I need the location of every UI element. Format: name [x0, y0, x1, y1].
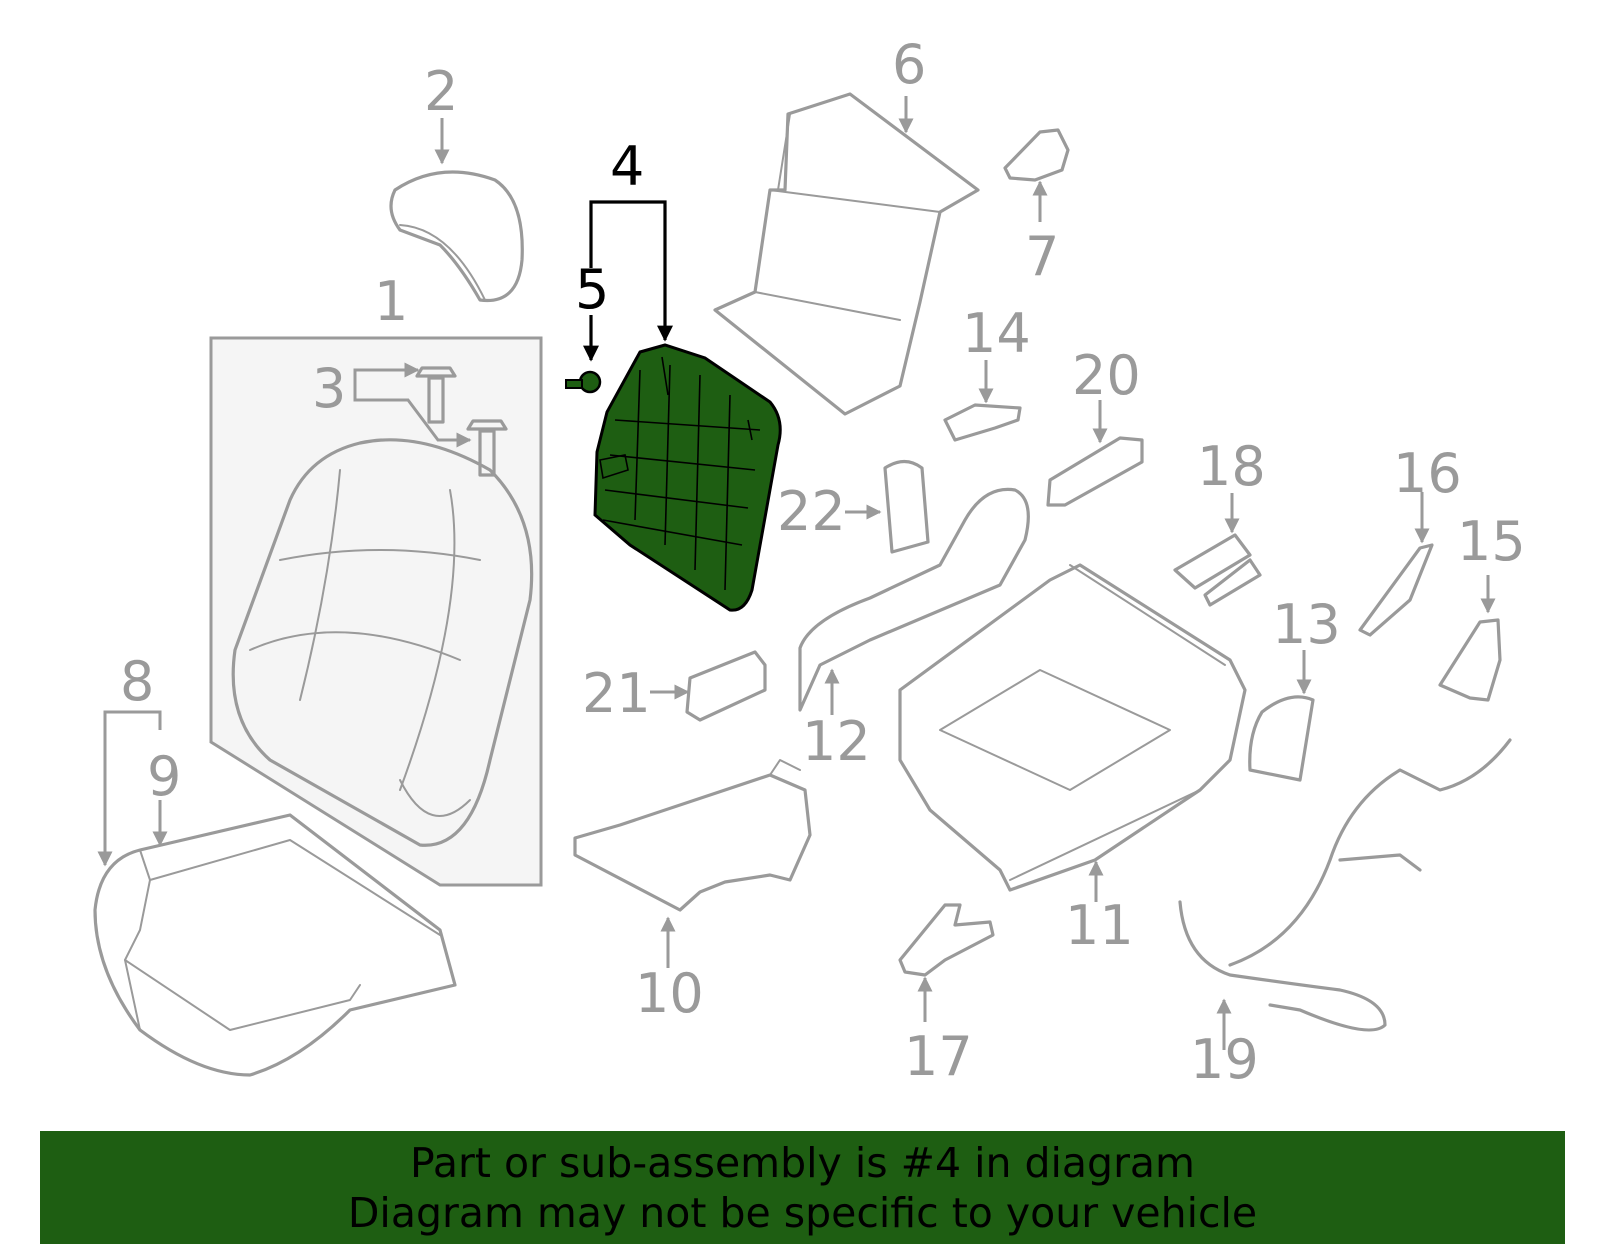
part-18-bracket [1173, 493, 1262, 607]
part-21-cover [650, 650, 767, 722]
callout-6: 6 [892, 33, 926, 96]
callout-12: 12 [802, 710, 871, 773]
part-16-lever [1358, 492, 1434, 637]
callout-19: 19 [1190, 1028, 1259, 1091]
highlight-banner: Part or sub-assembly is #4 in diagram Di… [40, 1131, 1565, 1244]
part-12-side-shield [798, 487, 1030, 715]
part-1-seat-back-cover [209, 336, 543, 887]
part-14-clip [943, 360, 1022, 442]
callout-5: 5 [575, 258, 609, 321]
callout-14: 14 [962, 302, 1031, 365]
callout-2: 2 [424, 60, 458, 123]
callout-10: 10 [635, 962, 704, 1025]
part-13-cover [1248, 650, 1315, 782]
part-17-cover [898, 903, 995, 1022]
callout-13: 13 [1272, 593, 1341, 656]
callout-22: 22 [777, 480, 846, 543]
callout-8: 8 [120, 650, 154, 713]
callout-1: 1 [374, 270, 408, 333]
part-2-headrest [389, 118, 524, 303]
part-5-clip [565, 370, 602, 394]
callout-16: 16 [1393, 442, 1462, 505]
part-8-9-seat-cushion [93, 710, 457, 1077]
part-3-bolts [353, 362, 508, 477]
callout-3: 3 [312, 357, 346, 420]
part-7-bracket [1003, 128, 1070, 222]
part-19-wire-harness [1178, 738, 1512, 1050]
callout-17: 17 [904, 1025, 973, 1088]
callout-11: 11 [1065, 894, 1134, 957]
part-20-hinge-bracket [1046, 400, 1144, 507]
part-4-seat-back-frame [593, 343, 782, 612]
part-6-back-board [713, 92, 980, 416]
banner-line-1: Part or sub-assembly is #4 in diagram [410, 1138, 1195, 1187]
part-22-trim [845, 459, 930, 554]
callout-21: 21 [582, 662, 651, 725]
callout-15: 15 [1457, 510, 1526, 573]
callout-18: 18 [1197, 435, 1266, 498]
callout-7: 7 [1025, 225, 1059, 288]
callout-4: 4 [610, 135, 644, 198]
callout-9: 9 [147, 745, 181, 808]
banner-line-2: Diagram may not be specific to your vehi… [347, 1188, 1258, 1237]
part-11-seat-frame [898, 563, 1247, 902]
part-15-bracket [1438, 575, 1502, 702]
callout-20: 20 [1072, 344, 1141, 407]
part-10-under-cover [573, 759, 812, 968]
seat-parts-diagram: 1 2 3 4 5 6 7 8 9 10 11 12 13 14 15 16 1… [93, 33, 1526, 1091]
